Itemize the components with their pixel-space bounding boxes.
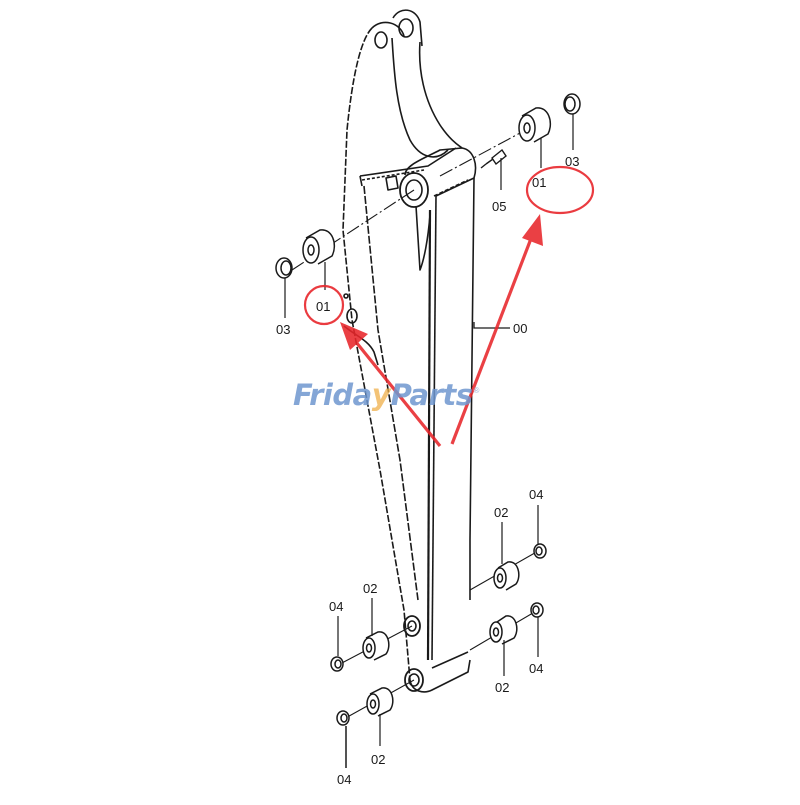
seal-lower-left-top	[330, 656, 344, 672]
bushing-upper-right	[518, 107, 552, 143]
svg-text:03: 03	[565, 154, 579, 169]
callout-seal-lower-left-top: 04	[329, 599, 343, 656]
callout-bushing-upper-right: 01	[532, 138, 546, 190]
callout-seal-upper-right: 03	[565, 114, 579, 169]
callout-seal-upper-left: 03	[276, 278, 290, 337]
bushing-lower-right-bottom	[489, 615, 518, 645]
red-annotations	[303, 165, 595, 448]
svg-text:02: 02	[494, 505, 508, 520]
seal-lower-right-bottom	[530, 602, 544, 618]
callout-bushing-lower-left-top: 02	[363, 581, 377, 636]
callout-arm: 00	[473, 321, 527, 336]
callout-bushing-lower-right-bottom: 02	[495, 640, 509, 695]
seal-upper-right	[563, 93, 581, 115]
svg-text:05: 05	[492, 199, 506, 214]
callout-seal-lower-right-bottom: 04	[529, 617, 543, 676]
bushing-lower-left-bottom	[366, 687, 394, 717]
svg-text:01: 01	[532, 175, 546, 190]
bushing-lower-left-top	[362, 631, 390, 661]
svg-text:04: 04	[337, 772, 351, 787]
red-arrow-right	[450, 214, 543, 445]
callout-bushing-lower-left-bottom: 02	[371, 714, 385, 767]
svg-text:03: 03	[276, 322, 290, 337]
grease-fitting	[480, 148, 507, 169]
svg-text:02: 02	[495, 680, 509, 695]
seal-lower-right-top	[533, 543, 547, 559]
red-arrow-left	[340, 322, 442, 448]
callout-seal-lower-right-top: 04	[529, 487, 543, 545]
svg-text:04: 04	[529, 661, 543, 676]
seal-lower-left-bottom	[336, 710, 350, 726]
svg-text:04: 04	[529, 487, 543, 502]
arm-body	[342, 9, 477, 693]
svg-text:00: 00	[513, 321, 527, 336]
callout-grease-fitting: 05	[492, 158, 506, 214]
svg-text:04: 04	[329, 599, 343, 614]
highlight-circle-left	[303, 284, 345, 326]
bushing-lower-right-top	[493, 561, 520, 591]
svg-text:02: 02	[363, 581, 377, 596]
highlight-circle-right	[525, 165, 595, 215]
seal-upper-left	[275, 257, 293, 279]
callout-bushing-lower-right-top: 02	[494, 505, 508, 564]
bushing-upper-left	[302, 229, 336, 265]
svg-text:01: 01	[316, 299, 330, 314]
callout-seal-lower-left-bottom: 04	[337, 726, 351, 787]
svg-text:02: 02	[371, 752, 385, 767]
